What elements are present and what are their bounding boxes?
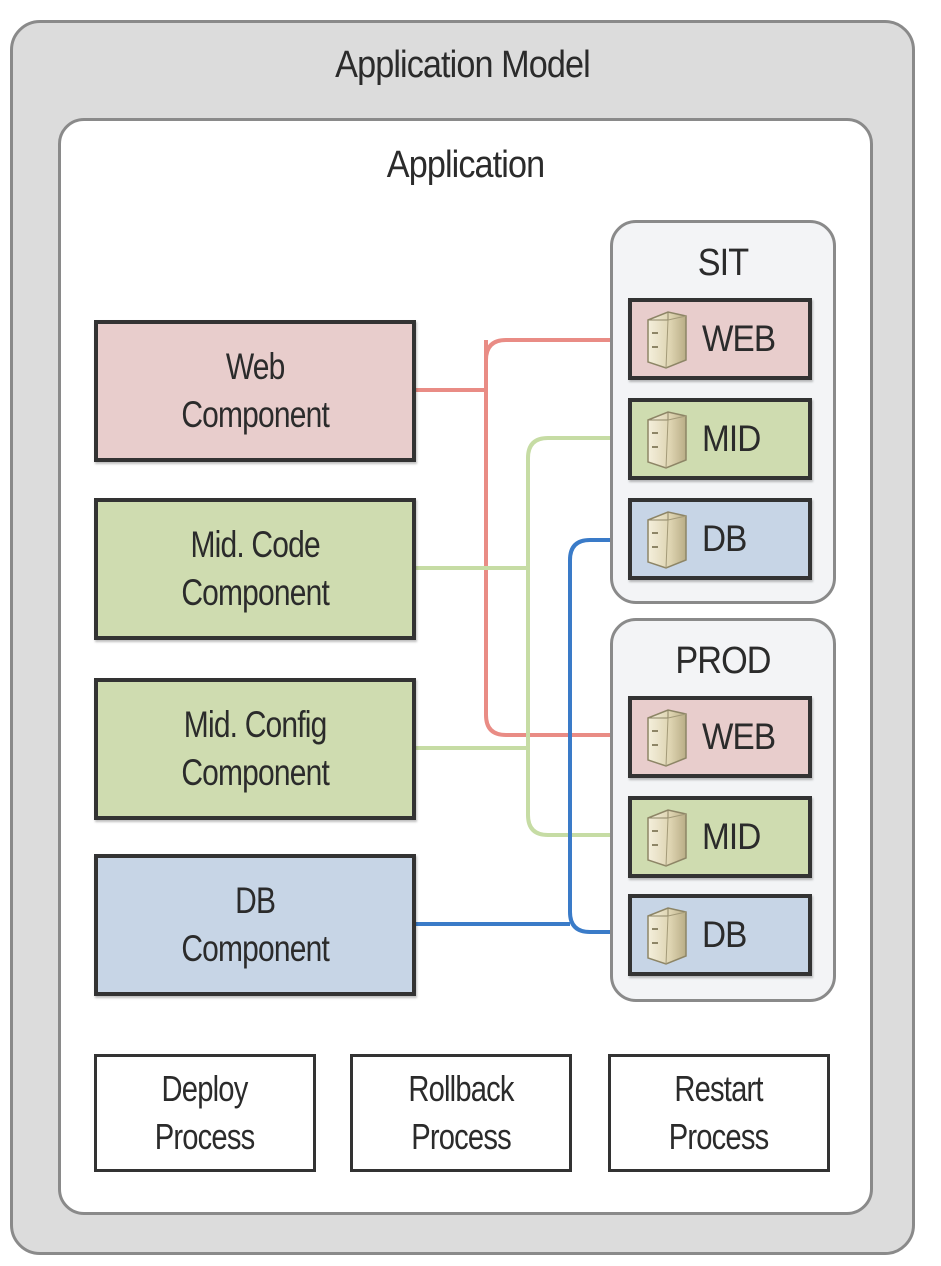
component-label-line1: Mid. Code	[190, 524, 320, 565]
process-label-line2: Process	[155, 1116, 255, 1157]
application-title: Application	[386, 144, 545, 186]
server-label: WEB	[702, 318, 776, 359]
process-label-line1: Rollback	[408, 1068, 514, 1109]
process-label-line1: Restart	[674, 1068, 764, 1109]
sit-web-server[interactable]: WEB	[628, 298, 812, 380]
application-model-title: Application Model	[335, 44, 591, 86]
db-component[interactable]: DB Component	[94, 854, 416, 996]
component-label-line2: Component	[181, 572, 329, 613]
component-label-line1: Mid. Config	[183, 704, 327, 745]
prod-web-server[interactable]: WEB	[628, 696, 812, 778]
server-icon	[647, 411, 687, 469]
server-icon	[647, 907, 687, 965]
component-label-line2: Component	[181, 928, 329, 969]
server-icon	[647, 709, 687, 767]
environment-prod-title: PROD	[675, 640, 771, 682]
component-label-line1: Web	[225, 346, 285, 387]
prod-db-server[interactable]: DB	[628, 894, 812, 976]
mid-connector	[416, 436, 630, 837]
server-label: MID	[702, 418, 761, 459]
server-icon	[647, 511, 687, 569]
server-label: DB	[702, 914, 747, 955]
server-icon	[647, 311, 687, 369]
component-label-line2: Component	[181, 752, 329, 793]
server-label: DB	[702, 518, 747, 559]
component-label-line1: DB	[234, 880, 276, 921]
server-icon	[647, 809, 687, 867]
server-label: MID	[702, 816, 761, 857]
prod-mid-server[interactable]: MID	[628, 796, 812, 878]
sit-mid-server[interactable]: MID	[628, 398, 812, 480]
process-label-line1: Deploy	[162, 1068, 249, 1109]
environment-sit-title: SIT	[697, 242, 749, 284]
process-label-line2: Process	[411, 1116, 511, 1157]
server-label: WEB	[702, 716, 776, 757]
web-connector	[416, 338, 628, 737]
sit-db-server[interactable]: DB	[628, 498, 812, 580]
process-label-line2: Process	[669, 1116, 769, 1157]
db-connector	[416, 538, 630, 934]
component-label-line2: Component	[181, 394, 329, 435]
